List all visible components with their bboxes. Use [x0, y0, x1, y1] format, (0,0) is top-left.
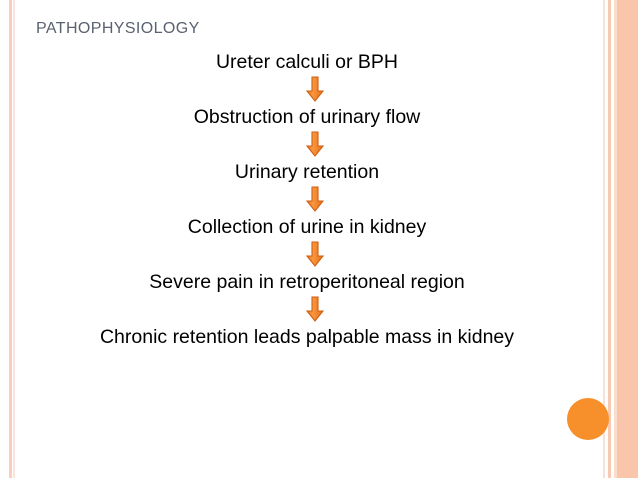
flow-step: Obstruction of urinary flow — [193, 106, 421, 128]
flow-step: Urinary retention — [234, 161, 380, 183]
down-arrow-icon — [24, 75, 590, 103]
pathophysiology-flowchart: Ureter calculi or BPH Obstruction of uri… — [24, 48, 590, 350]
down-arrow-icon — [24, 295, 590, 323]
down-arrow-icon — [24, 240, 590, 268]
flow-step: Ureter calculi or BPH — [215, 51, 399, 73]
flow-step: Chronic retention leads palpable mass in… — [99, 326, 515, 348]
right-accent-rule — [608, 0, 611, 478]
left-accent-stripe-inner — [13, 0, 15, 478]
down-arrow-icon — [24, 130, 590, 158]
right-accent-band-edge — [614, 0, 617, 478]
right-accent-rule-thin — [603, 0, 605, 478]
page-title: Pathophysiology — [36, 12, 200, 38]
flow-step: Severe pain in retroperitoneal region — [149, 271, 465, 293]
left-accent-stripe — [9, 0, 12, 478]
flow-step: Collection of urine in kidney — [187, 216, 427, 238]
orange-circle-accent — [567, 398, 609, 440]
down-arrow-icon — [24, 185, 590, 213]
right-accent-band — [617, 0, 638, 478]
